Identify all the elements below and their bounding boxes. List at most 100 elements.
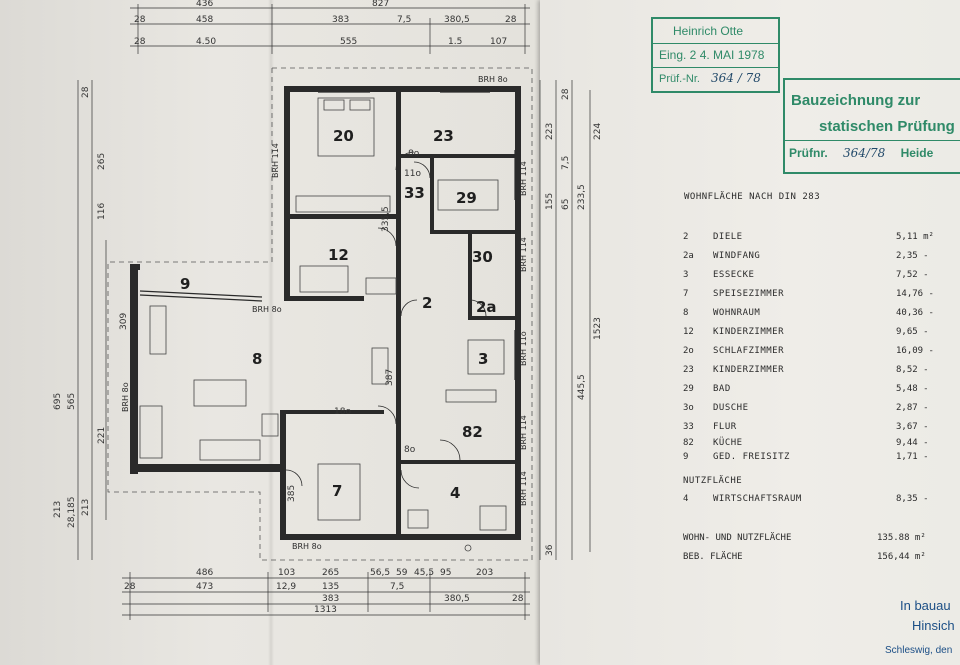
svg-text:28: 28 <box>561 88 571 100</box>
svg-text:155: 155 <box>545 193 555 210</box>
svg-text:11o: 11o <box>404 169 421 179</box>
room-29: 29 <box>456 189 477 207</box>
brh-114-3: BRH 114 <box>519 415 528 450</box>
svg-text:28: 28 <box>505 15 517 25</box>
svg-text:224: 224 <box>593 123 603 140</box>
svg-text:233,5: 233,5 <box>577 184 587 210</box>
svg-text:103: 103 <box>278 568 295 578</box>
nutz-heading: NUTZFLÄCHE <box>683 476 743 486</box>
room-82: 82 <box>462 423 483 441</box>
svg-text:45,5: 45,5 <box>414 568 434 578</box>
drawing-stamp-line1: Bauzeichnung zur <box>791 92 921 109</box>
svg-text:565: 565 <box>67 393 77 410</box>
svg-text:8o: 8o <box>404 445 416 455</box>
right-dimension-lines <box>539 80 591 560</box>
svg-text:7,5: 7,5 <box>561 156 571 170</box>
walls <box>130 86 521 540</box>
room-numbers: 20 23 33 29 12 30 9 2 2a 8 3 82 7 4 <box>180 127 497 502</box>
svg-text:265: 265 <box>97 153 107 170</box>
room-7: 7 <box>332 482 342 500</box>
svg-text:7,5: 7,5 <box>397 15 411 25</box>
footer-line2: Hinsich <box>912 618 955 633</box>
top-dimensions: 436 827 28 458 383 7,5 380,5 28 28 4.50 … <box>134 0 517 47</box>
svg-text:1.5: 1.5 <box>448 37 462 47</box>
sill-labels: BRH 8o BRH 8o BRH 8o BRH 8o BRH 114 BRH … <box>121 75 528 551</box>
svg-text:4.50: 4.50 <box>196 37 216 47</box>
room-2a: 2a <box>476 298 497 316</box>
svg-text:12,9: 12,9 <box>276 582 296 592</box>
plan-sheet <box>0 0 540 665</box>
sheet-fold <box>268 0 274 665</box>
svg-text:116: 116 <box>97 203 107 220</box>
svg-text:7,5: 7,5 <box>390 582 404 592</box>
svg-text:486: 486 <box>196 568 213 578</box>
room-4: 4 <box>450 484 460 502</box>
drawing-stamp-number-label: Prüfnr. <box>789 146 828 160</box>
drawing-stamp: Bauzeichnung zur statischen Prüfung Prüf… <box>783 78 960 174</box>
room-8: 8 <box>252 350 262 368</box>
svg-text:385: 385 <box>287 485 297 502</box>
svg-text:56,5: 56,5 <box>370 568 390 578</box>
svg-text:18o: 18o <box>334 407 351 417</box>
door-swings <box>285 151 487 489</box>
svg-text:380,5: 380,5 <box>444 15 470 25</box>
svg-text:28: 28 <box>81 86 91 98</box>
svg-text:335,5: 335,5 <box>381 206 391 232</box>
svg-text:59: 59 <box>396 568 408 578</box>
svg-text:436: 436 <box>196 0 213 9</box>
svg-text:383: 383 <box>332 15 349 25</box>
svg-text:36: 36 <box>545 544 555 556</box>
svg-text:8o: 8o <box>408 149 420 159</box>
bottom-dimension-lines <box>122 572 530 620</box>
brh-114-5: BRH 114 <box>271 143 280 178</box>
brh-114-2: BRH 114 <box>519 237 528 272</box>
svg-text:135: 135 <box>322 582 339 592</box>
windows <box>139 91 516 380</box>
svg-text:203: 203 <box>476 568 493 578</box>
stamp-number-value: 364 / 78 <box>711 71 761 85</box>
svg-text:221: 221 <box>97 427 107 444</box>
right-dimensions: 28 224 223 7,5 155 65 233,5 1523 445,5 3… <box>545 88 603 556</box>
svg-text:695: 695 <box>53 393 63 410</box>
svg-text:1313: 1313 <box>314 605 337 615</box>
brh-bottom: BRH 8o <box>292 542 322 551</box>
svg-text:223: 223 <box>545 123 555 140</box>
svg-text:95: 95 <box>440 568 451 578</box>
svg-text:28: 28 <box>512 594 524 604</box>
room-3: 3 <box>478 350 488 368</box>
svg-text:213: 213 <box>53 501 63 518</box>
left-dimension-lines <box>77 80 107 560</box>
received-stamp: Heinrich Otte Eing. 2 4. MAI 1978 Prüf.-… <box>651 17 780 93</box>
svg-text:65: 65 <box>561 199 571 210</box>
room-30: 30 <box>472 248 493 266</box>
svg-text:445,5: 445,5 <box>577 374 587 400</box>
svg-text:380,5: 380,5 <box>444 594 470 604</box>
brh-left: BRH 8o <box>121 382 130 412</box>
svg-text:28: 28 <box>124 582 136 592</box>
area-table-title: WOHNFLÄCHE NACH DIN 283 <box>684 192 821 202</box>
svg-text:555: 555 <box>340 37 357 47</box>
svg-text:213: 213 <box>81 499 91 516</box>
area-sheet <box>540 0 960 665</box>
stamp-date: Eing. 2 4. MAI 1978 <box>659 48 765 62</box>
furniture <box>139 97 507 552</box>
svg-text:458: 458 <box>196 15 213 25</box>
brh-mid: BRH 8o <box>252 305 282 314</box>
drawing-stamp-number: Prüfnr. 364/78 Heide <box>789 146 933 160</box>
room-9: 9 <box>180 275 190 293</box>
room-23: 23 <box>433 127 454 145</box>
